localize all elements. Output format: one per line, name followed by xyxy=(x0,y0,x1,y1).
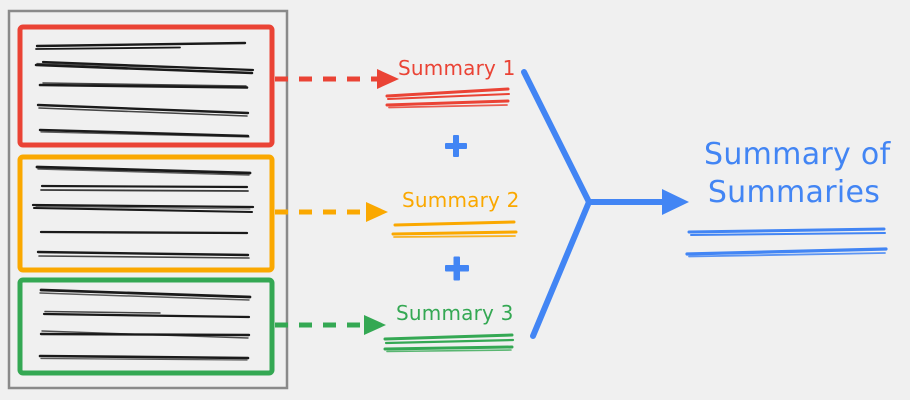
document-yellow[interactable] xyxy=(17,154,275,273)
summary-3-underline xyxy=(383,333,515,353)
document-yellow-scribbles xyxy=(31,165,255,259)
summary-1-label: Summary 1 xyxy=(398,56,516,80)
result-line-2: Summaries xyxy=(707,174,881,210)
summary-2-label: Summary 2 xyxy=(402,188,520,212)
arrow-merge-head xyxy=(662,189,689,215)
summary-of-summaries-underline xyxy=(685,227,888,258)
document-green-scribbles xyxy=(38,288,252,361)
document-red-border xyxy=(17,24,275,148)
plus-icon-2 xyxy=(445,256,469,281)
arrow-doc-red-to-summary-1 xyxy=(275,69,399,89)
arrow-merge-to-final xyxy=(521,69,667,339)
summary-of-summaries-label: Summary of Summaries xyxy=(704,136,891,211)
arrow-doc-yellow-to-summary-2 xyxy=(275,202,388,222)
document-green[interactable] xyxy=(17,277,275,376)
document-red-scribbles xyxy=(34,41,255,138)
plus-icon-1 xyxy=(445,135,467,157)
document-stack-container xyxy=(7,9,289,390)
document-red[interactable] xyxy=(17,24,275,148)
arrow-doc-green-to-summary-3 xyxy=(275,315,386,335)
document-green-border xyxy=(17,277,275,376)
document-yellow-border xyxy=(17,154,275,273)
summary-3-label: Summary 3 xyxy=(396,301,514,325)
result-line-1: Summary of xyxy=(704,137,891,172)
summary-1-underline xyxy=(385,87,510,109)
summary-2-underline xyxy=(391,220,518,238)
